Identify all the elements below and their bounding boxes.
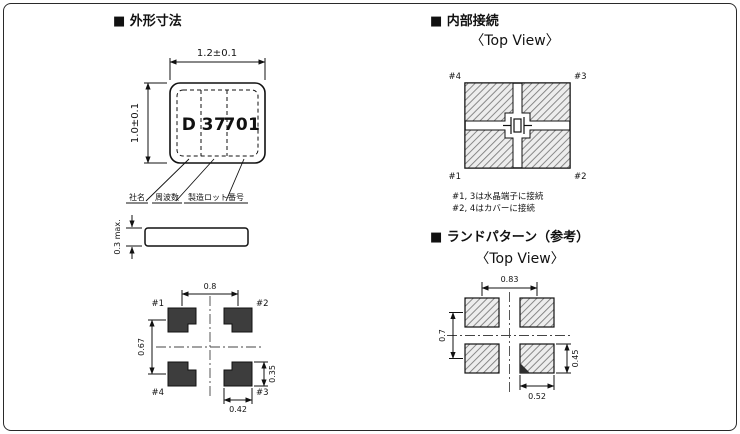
outline-section-title: ■ 外形寸法 (113, 14, 182, 29)
dim-land-pad-width (519, 375, 555, 390)
dim-pad-pitch-x-label: 0.8 (204, 282, 217, 291)
land-section-title: ■ ランドパターン（参考） (430, 230, 590, 245)
bottom-view-centerlines (156, 296, 264, 399)
marking-leaders (126, 158, 248, 204)
bottom-pad-label-2: #2 (256, 299, 269, 309)
side-view-package (144, 227, 249, 247)
leader-label-company: 社名 (129, 192, 145, 202)
dim-land-pitch-y (449, 312, 463, 359)
marking-company-code: D (182, 115, 197, 135)
internal-pad-label-1: #1 (448, 172, 461, 182)
dim-top-width (169, 58, 266, 80)
dim-land-pad-height (556, 343, 571, 374)
land-pad-tl (464, 297, 500, 328)
dim-pad-height (254, 361, 268, 387)
dim-pad-pitch-y-label: 0.67 (137, 338, 146, 356)
land-pattern-drawing: 0.83 0.7 0.52 0.45 (438, 275, 580, 401)
land-pad-corner-mark (520, 363, 530, 373)
land-pad-tr (519, 297, 555, 328)
internal-pad-label-3: #3 (574, 72, 587, 82)
leader-label-lot-number: 製造ロット番号 (188, 192, 244, 202)
outline-drawing: D 37 701 1.2±0.1 1.0±0.1 社名 周波数 (113, 48, 277, 414)
internal-topview-subtitle: 〈Top View〉 (470, 33, 560, 49)
bottom-pad-3 (223, 361, 253, 387)
internal-pad-label-2: #2 (574, 172, 587, 182)
internal-pad-4 (464, 82, 514, 122)
internal-pad-label-4: #4 (448, 72, 461, 82)
land-pads (464, 297, 555, 374)
dim-land-pitch-y-label: 0.7 (438, 329, 447, 342)
dim-pad-width (223, 388, 253, 404)
land-pad-bl (464, 343, 500, 374)
top-view-package (169, 82, 266, 164)
dim-left-height (144, 82, 167, 164)
marking-frequency-code: 37 (202, 115, 227, 135)
land-topview-subtitle: 〈Top View〉 (475, 251, 565, 267)
crystal-symbol (503, 117, 532, 134)
land-centerlines (447, 292, 573, 392)
internal-note-cover-terminals: #2, 4はカバーに接続 (452, 204, 535, 214)
dim-width-label: 1.2±0.1 (197, 48, 237, 59)
internal-pad-3 (521, 82, 571, 122)
top-view-marking: D 37 701 (182, 115, 261, 135)
dim-pad-width-label: 0.42 (229, 405, 247, 414)
internal-pad-2 (521, 129, 571, 169)
internal-section-title: ■ 内部接続 (430, 14, 499, 29)
internal-pad-1 (464, 129, 514, 169)
leader-label-frequency: 周波数 (155, 192, 179, 202)
bottom-pad-label-3: #3 (256, 388, 269, 398)
bottom-pad-4 (167, 361, 197, 387)
internal-note-crystal-terminals: #1, 3は水晶端子に接続 (452, 192, 544, 202)
dim-land-pad-width-label: 0.52 (528, 392, 546, 401)
dim-land-pad-height-label: 0.45 (571, 350, 580, 368)
bottom-pad-1 (167, 307, 197, 333)
marking-lot-code: 701 (224, 115, 261, 135)
dim-pad-pitch-y (148, 319, 166, 375)
bottom-pad-label-4: #4 (151, 388, 164, 398)
dim-pad-height-label: 0.35 (268, 365, 277, 383)
bottom-view-pads (167, 307, 253, 387)
dim-pad-pitch-x (181, 290, 239, 306)
land-pad-br (519, 343, 555, 374)
dim-thickness (126, 215, 142, 259)
dim-height-label: 1.0±0.1 (130, 103, 141, 143)
dim-land-pitch-x-label: 0.83 (501, 275, 519, 284)
internal-connection-drawing: #4 #3 #1 #2 (448, 72, 587, 182)
dim-land-pitch-x (481, 282, 538, 296)
internal-pads (464, 82, 571, 169)
dim-thickness-label: 0.3 max. (113, 219, 122, 254)
bottom-pad-2 (223, 307, 253, 333)
bottom-pad-label-1: #1 (151, 299, 164, 309)
